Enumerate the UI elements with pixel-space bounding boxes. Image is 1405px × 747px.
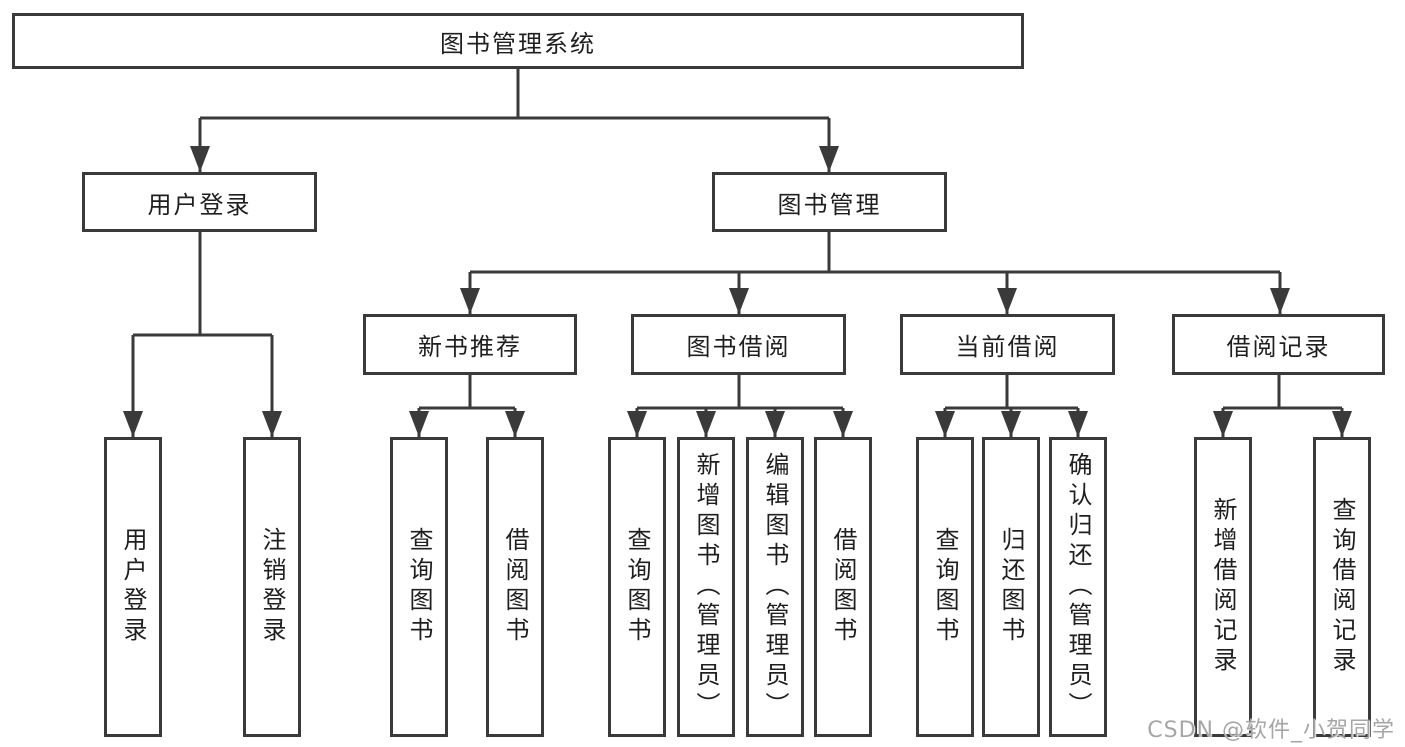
leaf-add-borrow-record: 新增借阅记录 bbox=[1194, 437, 1252, 737]
leaf-confirm-return-admin: 确认归还（管理员） bbox=[1049, 437, 1107, 737]
node-book-management-system: 图书管理系统 bbox=[12, 13, 1024, 69]
csdn-watermark: CSDN @软件_小贺同学 bbox=[1147, 718, 1395, 743]
leaf-return-books: 归还图书 bbox=[982, 437, 1040, 737]
connector-book-management bbox=[468, 232, 1282, 314]
connector-new-book-recommend bbox=[417, 375, 517, 437]
node-current-borrow: 当前借阅 bbox=[900, 314, 1115, 375]
node-new-book-recommend: 新书推荐 bbox=[363, 314, 577, 375]
node-book-borrow: 图书借阅 bbox=[631, 314, 846, 375]
leaf-edit-books-admin: 编辑图书（管理员） bbox=[746, 437, 804, 737]
leaf-logout-login: 注销登录 bbox=[243, 437, 301, 737]
node-borrow-records: 借阅记录 bbox=[1172, 314, 1385, 375]
node-book-management: 图书管理 bbox=[712, 172, 947, 232]
leaf-user-login: 用户登录 bbox=[104, 437, 162, 737]
arrowhead-icons bbox=[123, 146, 1352, 437]
connector-user-login bbox=[131, 232, 274, 437]
connector-root bbox=[198, 69, 831, 172]
connector-book-borrow bbox=[635, 375, 845, 437]
connector-borrow-records bbox=[1221, 375, 1344, 437]
node-user-login: 用户登录 bbox=[82, 172, 317, 232]
leaf-add-books-admin: 新增图书（管理员） bbox=[677, 437, 735, 737]
leaf-query-books-borrow: 查询图书 bbox=[608, 437, 666, 737]
leaf-borrow-books: 借阅图书 bbox=[814, 437, 872, 737]
leaf-query-books-recommend: 查询图书 bbox=[390, 437, 448, 737]
leaf-borrow-books-recommend: 借阅图书 bbox=[486, 437, 544, 737]
leaf-query-books-current: 查询图书 bbox=[916, 437, 974, 737]
leaf-query-borrow-record: 查询借阅记录 bbox=[1313, 437, 1371, 737]
